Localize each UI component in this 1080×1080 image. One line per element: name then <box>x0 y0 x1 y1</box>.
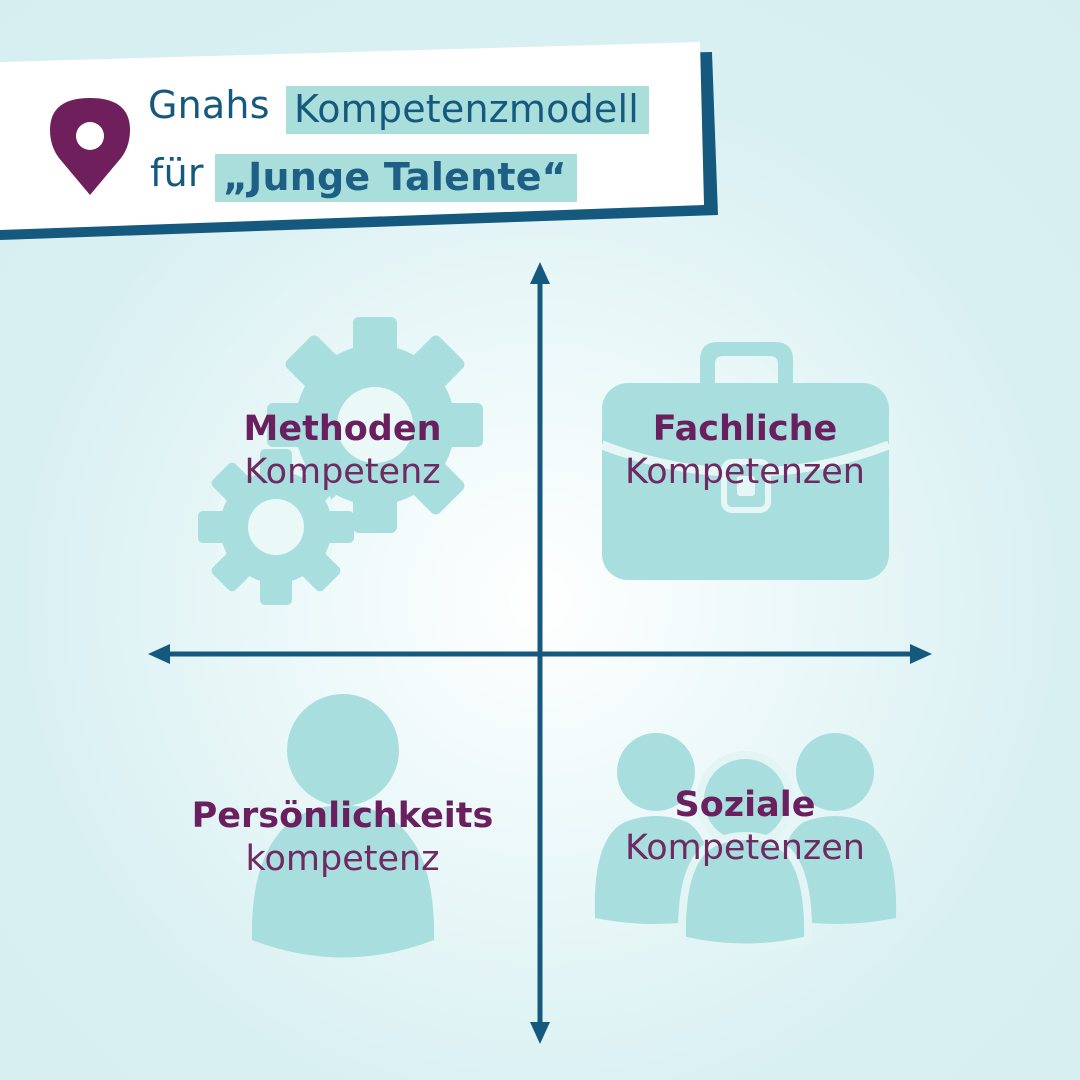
title-line2-plain: für <box>150 151 204 195</box>
title-line1-highlight: Kompetenzmodell <box>286 86 649 134</box>
quadrant-bold-text: Persönlichkeits <box>191 796 494 836</box>
quadrant-regular-text: Kompetenzen <box>625 828 865 868</box>
horizontal-axis <box>148 644 932 664</box>
quadrant-soziale-label: Soziale Kompetenzen <box>600 784 890 872</box>
quadrant-regular-text: Kompetenz <box>244 452 441 492</box>
quadrant-fachliche-label: Fachliche Kompetenzen <box>600 408 890 496</box>
title-line1-plain: Gnahs <box>148 83 270 127</box>
quadrant-bold-text: Fachliche <box>652 409 838 449</box>
quadrant-bold-text: Soziale <box>674 785 816 825</box>
quadrant-methoden-label: Methoden Kompetenz <box>200 408 485 496</box>
briefcase-icon <box>600 342 891 580</box>
gears-icon <box>198 317 483 605</box>
person-icon <box>251 694 435 958</box>
quadrant-regular-text: Kompetenzen <box>625 452 865 492</box>
group-icon <box>594 733 897 952</box>
quadrant-bold-text: Methoden <box>243 409 442 449</box>
quadrant-regular-text: kompetenz <box>245 839 440 879</box>
map-pin-icon <box>50 98 130 195</box>
title-line2-highlight: „Junge Talente“ <box>215 154 577 202</box>
quadrant-persoenlichkeit-label: Persönlichkeits kompetenz <box>180 795 505 883</box>
